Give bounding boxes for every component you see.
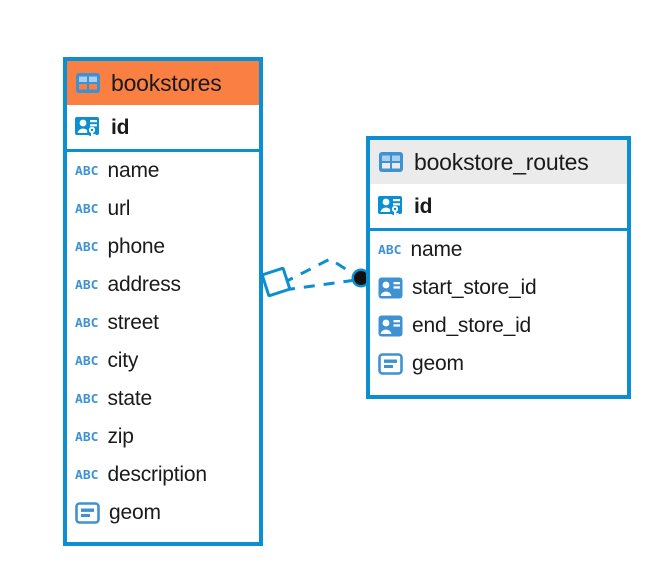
field-label: description bbox=[107, 463, 207, 486]
field-label: state bbox=[107, 387, 153, 410]
field-label: end_store_id bbox=[412, 314, 532, 337]
field-label: address bbox=[107, 273, 181, 296]
field-label: phone bbox=[107, 235, 165, 258]
field-row-zip[interactable]: ABC zip bbox=[67, 418, 259, 456]
diamond-handle[interactable] bbox=[260, 266, 292, 298]
field-row-city[interactable]: ABC city bbox=[67, 342, 259, 380]
field-row-end-store-id[interactable]: end_store_id bbox=[370, 307, 627, 345]
field-row-state[interactable]: ABC state bbox=[67, 380, 259, 418]
primary-key-icon bbox=[378, 194, 405, 220]
field-list-bookstore-routes: id ABC name start_store_id bbox=[370, 184, 627, 386]
abc-text-icon: ABC bbox=[378, 242, 402, 258]
field-label: url bbox=[107, 197, 131, 220]
field-label: name bbox=[410, 238, 463, 261]
abc-text-icon: ABC bbox=[75, 429, 99, 445]
field-row-street[interactable]: ABC street bbox=[67, 304, 259, 342]
field-row-id[interactable]: id bbox=[370, 186, 627, 231]
field-row-description[interactable]: ABC description bbox=[67, 456, 259, 494]
field-row-name[interactable]: ABC name bbox=[67, 152, 259, 190]
field-label: id bbox=[414, 195, 433, 218]
entity-header-bookstores[interactable]: bookstores bbox=[67, 61, 259, 105]
field-label: street bbox=[107, 311, 159, 334]
field-label: name bbox=[107, 159, 160, 182]
abc-text-icon: ABC bbox=[75, 239, 99, 255]
field-label: geom bbox=[412, 352, 464, 375]
abc-text-icon: ABC bbox=[75, 277, 99, 293]
field-label: zip bbox=[107, 425, 134, 448]
field-list-bookstores: id ABC name ABC url ABC phone ABC addres… bbox=[67, 105, 259, 535]
primary-key-icon bbox=[75, 115, 102, 141]
geometry-icon bbox=[75, 502, 100, 524]
abc-text-icon: ABC bbox=[75, 201, 99, 217]
abc-text-icon: ABC bbox=[75, 353, 99, 369]
relation-line-lower bbox=[283, 278, 357, 292]
field-label: city bbox=[107, 349, 139, 372]
entity-table-bookstore-routes[interactable]: bookstore_routes bbox=[366, 136, 631, 399]
field-label: start_store_id bbox=[412, 276, 537, 299]
entity-title: bookstores bbox=[111, 69, 222, 96]
field-row-address[interactable]: ABC address bbox=[67, 266, 259, 304]
entity-header-bookstore-routes[interactable]: bookstore_routes bbox=[370, 140, 627, 184]
abc-text-icon: ABC bbox=[75, 391, 99, 407]
abc-text-icon: ABC bbox=[75, 467, 99, 483]
entity-title: bookstore_routes bbox=[414, 148, 589, 175]
abc-text-icon: ABC bbox=[75, 315, 99, 331]
field-row-name[interactable]: ABC name bbox=[370, 231, 627, 269]
table-grid-icon bbox=[378, 151, 404, 173]
abc-text-icon: ABC bbox=[75, 163, 99, 179]
foreign-key-icon bbox=[378, 315, 403, 337]
field-row-start-store-id[interactable]: start_store_id bbox=[370, 269, 627, 307]
field-row-id[interactable]: id bbox=[67, 107, 259, 152]
field-row-url[interactable]: ABC url bbox=[67, 190, 259, 228]
foreign-key-icon bbox=[378, 277, 403, 299]
relation-line-upper bbox=[282, 257, 359, 285]
field-row-phone[interactable]: ABC phone bbox=[67, 228, 259, 266]
entity-table-bookstores[interactable]: bookstores bbox=[63, 57, 263, 546]
table-grid-icon bbox=[75, 72, 101, 94]
field-row-geom[interactable]: geom bbox=[67, 494, 259, 532]
geometry-icon bbox=[378, 353, 403, 375]
field-label: geom bbox=[109, 501, 161, 524]
field-label: id bbox=[111, 116, 130, 139]
field-row-geom[interactable]: geom bbox=[370, 345, 627, 383]
